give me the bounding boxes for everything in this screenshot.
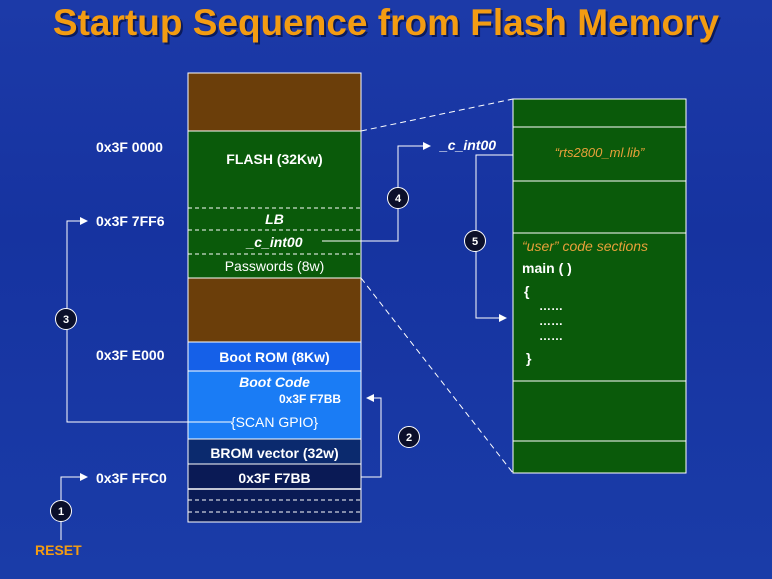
step-5-marker: 5 <box>464 230 486 252</box>
rts-lib-label: “rts2800_ml.lib” <box>554 145 645 160</box>
vector-value-label: 0x3F F7BB <box>238 470 311 486</box>
boot-code-address: 0x3F F7BB <box>279 392 342 406</box>
zoom-guide-bottom <box>360 277 514 474</box>
step-2-marker: 2 <box>398 426 420 448</box>
boot-code-label: Boot Code <box>239 374 310 390</box>
open-brace: { <box>524 283 530 299</box>
lb-label: LB <box>265 211 284 227</box>
code-ellipsis-2: …… <box>539 314 563 328</box>
step-3-marker: 3 <box>55 308 77 330</box>
main-function-label: main ( ) <box>522 260 572 276</box>
user-code-sections-label: “user” code sections <box>522 238 649 254</box>
address-lb: 0x3F 7FF6 <box>96 213 165 229</box>
reserved-block-top <box>187 72 362 132</box>
close-brace: } <box>526 350 532 366</box>
arrow-step-2 <box>361 394 382 478</box>
passwords-label: Passwords (8w) <box>224 258 325 274</box>
boot-code-block <box>187 370 362 440</box>
boot-rom-label: Boot ROM (8Kw) <box>219 349 330 365</box>
step-4-marker: 4 <box>387 187 409 209</box>
page-title: Startup Sequence from Flash Memory <box>52 2 720 43</box>
code-ellipsis-1: …… <box>539 299 563 313</box>
address-boot-rom: 0x3F E000 <box>96 347 165 363</box>
brom-vector-label: BROM vector (32w) <box>210 445 339 461</box>
reserved-block-middle <box>187 277 362 343</box>
step-1-marker: 1 <box>50 500 72 522</box>
reset-label: RESET <box>35 542 82 558</box>
address-flash-start: 0x3F 0000 <box>96 139 163 155</box>
flash-zoom-panel <box>512 98 687 474</box>
brom-vector-block <box>187 438 362 465</box>
address-brom-vector: 0x3F FFC0 <box>96 470 167 486</box>
zoom-guide-top <box>360 98 514 132</box>
flash-label: FLASH (32Kw) <box>226 151 323 167</box>
c-int00-entry-label: _c_int00 <box>440 137 497 153</box>
code-ellipsis-3: …… <box>539 329 563 343</box>
scan-gpio-label: {SCAN GPIO} <box>230 414 319 430</box>
c-int00-label: _c_int00 <box>246 234 303 250</box>
